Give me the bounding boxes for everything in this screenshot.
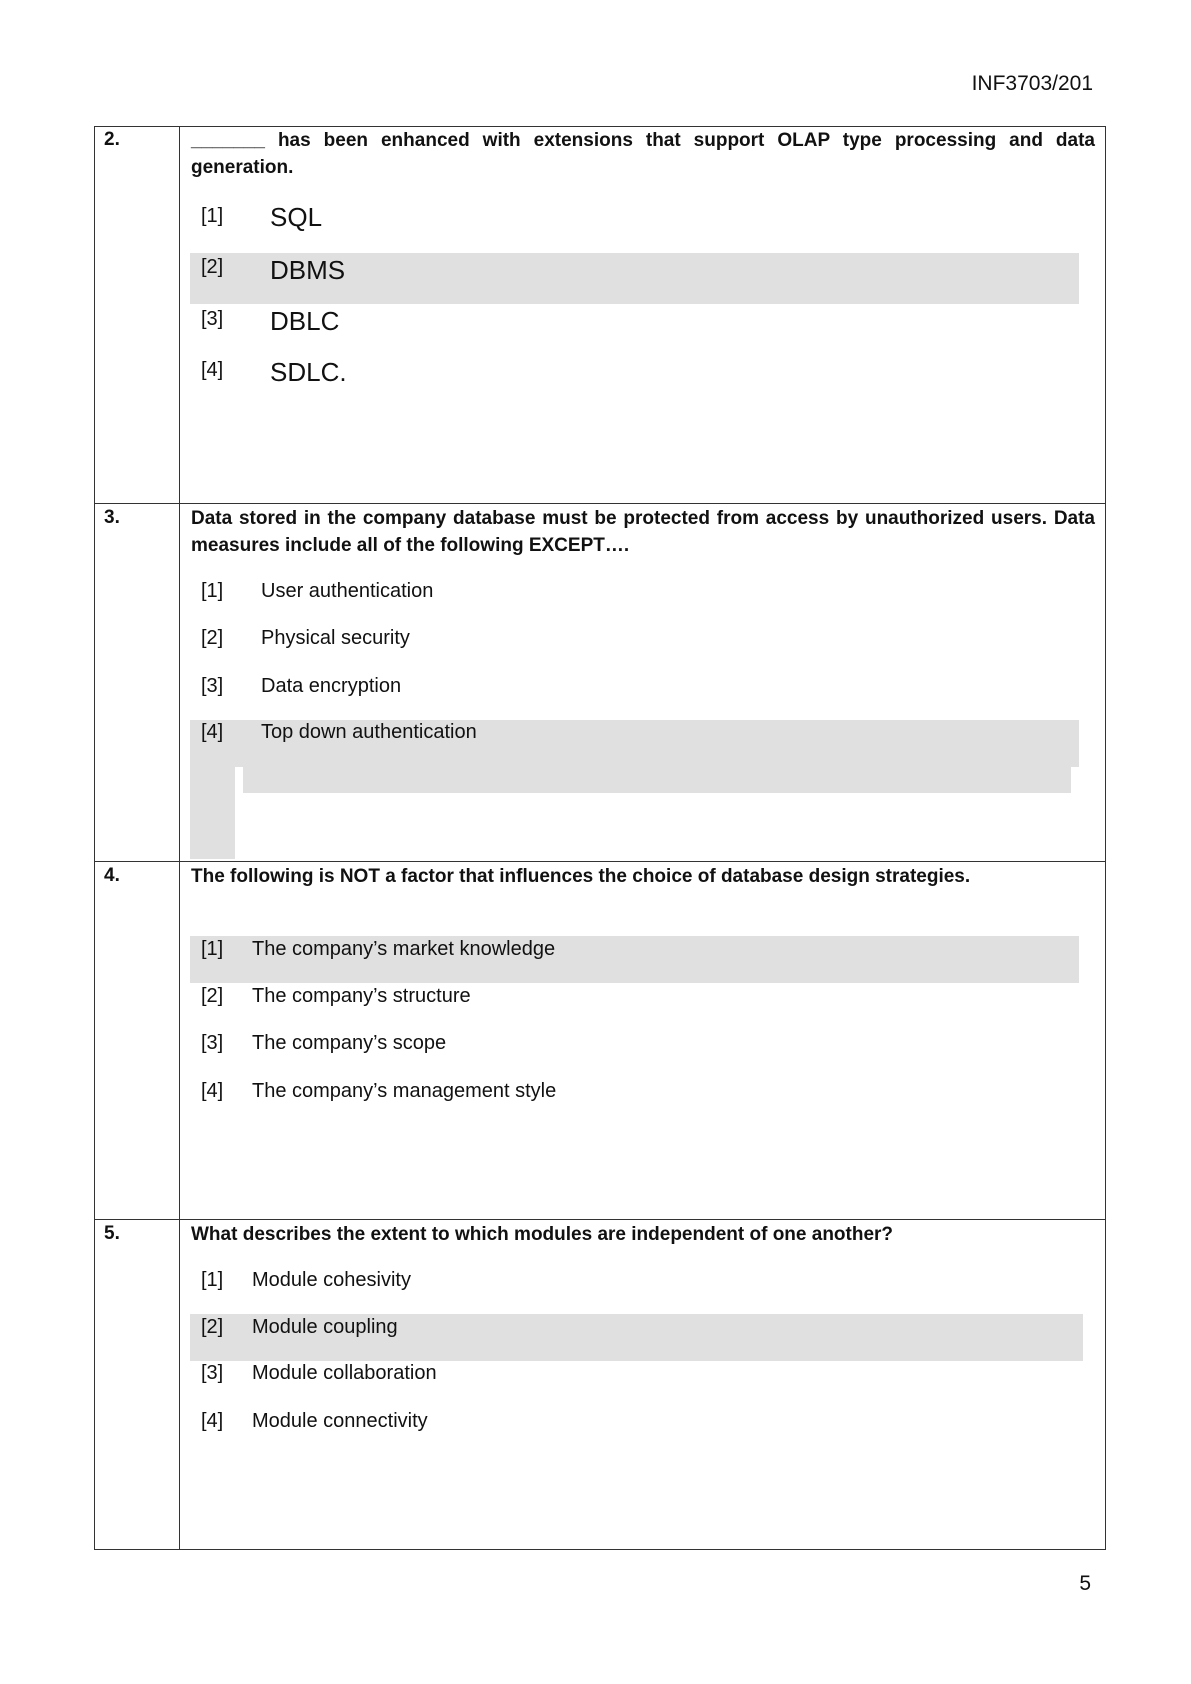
option-label: [3]: [201, 1362, 224, 1384]
question-number: 4.: [104, 865, 120, 886]
option-text: Top down authentication: [261, 721, 477, 743]
option-label: [4]: [201, 721, 224, 743]
highlight-q3-answer: [190, 720, 1079, 767]
row-divider: [94, 503, 1106, 504]
option-label: [2]: [201, 627, 224, 649]
option-label: [4]: [201, 1080, 224, 1102]
option-label: [1]: [201, 938, 224, 960]
question-table: [94, 126, 1106, 1550]
question-text: Data stored in the company database must…: [191, 508, 1095, 556]
option-text: SQL: [270, 202, 323, 232]
option-text: The company’s structure: [252, 985, 471, 1007]
question-number: 5.: [104, 1223, 120, 1244]
page-number: 5: [1079, 1572, 1091, 1595]
highlight-q2-answer: [190, 253, 1079, 304]
option-text: Module cohesivity: [252, 1269, 411, 1291]
highlight-q4-answer: [190, 936, 1079, 983]
option-text: User authentication: [261, 580, 434, 602]
question-text: What describes the extent to which modul…: [191, 1224, 894, 1245]
highlight-q3-extra: [243, 766, 1071, 793]
option-label: [3]: [201, 675, 224, 697]
column-divider: [179, 126, 180, 1550]
highlight-q5-answer: [190, 1314, 1083, 1361]
option-label: [3]: [201, 1032, 224, 1054]
option-label: [2]: [201, 985, 224, 1007]
option-label: [3]: [201, 308, 224, 330]
option-text: The company’s scope: [252, 1032, 447, 1054]
row-divider: [94, 861, 1106, 862]
question-text: _______ has been enhanced with extension…: [191, 130, 1095, 178]
option-label: [2]: [201, 1316, 224, 1338]
course-code-header: INF3703/201: [971, 72, 1093, 95]
option-text: DBMS: [270, 255, 346, 285]
option-text: Physical security: [261, 627, 410, 649]
highlight-q3-margin: [190, 766, 235, 859]
option-text: The company’s management style: [252, 1080, 557, 1102]
option-text: Module collaboration: [252, 1362, 437, 1384]
row-divider: [94, 1219, 1106, 1220]
option-label: [1]: [201, 1269, 224, 1291]
option-text: SDLC.: [270, 357, 347, 387]
option-text: DBLC: [270, 306, 340, 336]
option-label: [2]: [201, 256, 224, 278]
option-label: [4]: [201, 1410, 224, 1432]
option-label: [4]: [201, 359, 224, 381]
question-text: The following is NOT a factor that influ…: [191, 866, 971, 887]
option-text: Module coupling: [252, 1316, 398, 1338]
option-text: Module connectivity: [252, 1410, 428, 1432]
option-label: [1]: [201, 580, 224, 602]
option-text: Data encryption: [261, 675, 402, 697]
question-number: 2.: [104, 129, 120, 150]
question-number: 3.: [104, 507, 120, 528]
option-label: [1]: [201, 205, 224, 227]
option-text: The company’s market knowledge: [252, 938, 556, 960]
